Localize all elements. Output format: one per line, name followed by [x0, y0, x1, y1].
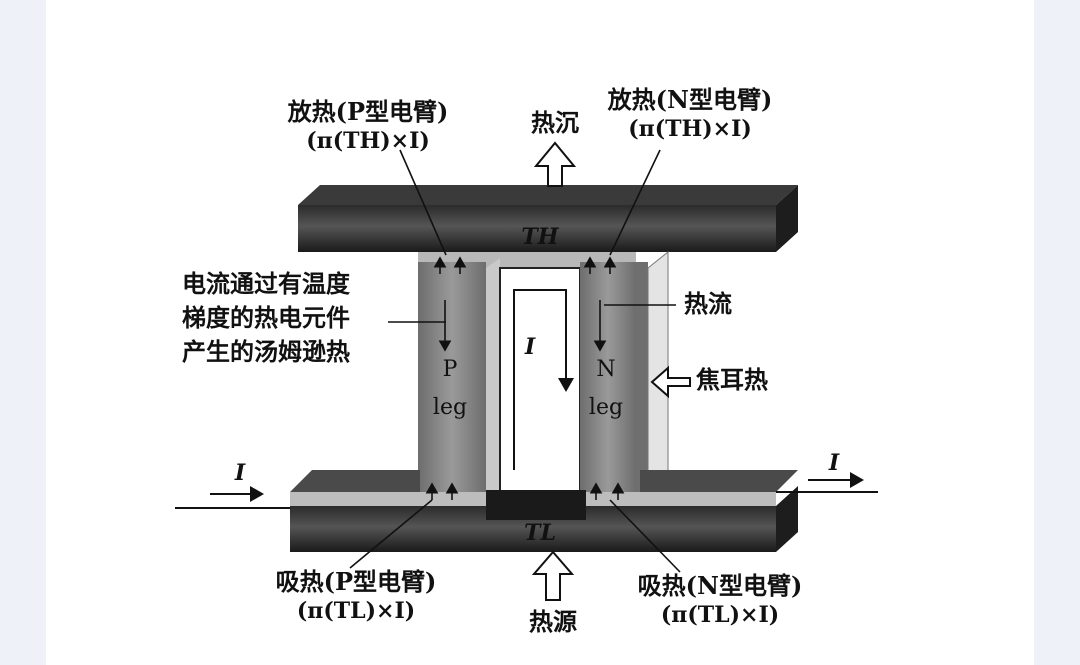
t-cold-label: TL [524, 520, 556, 546]
p-leg-word: leg [433, 395, 467, 420]
top-right-title: 放热(N型电臂) [607, 85, 773, 114]
junction-arrows [425, 256, 625, 500]
leader-lines [349, 149, 681, 573]
top-left-formula: (π(TH)×I) [306, 128, 430, 154]
t-hot-label: TH [521, 224, 559, 250]
left-note-line-1: 电流通过有温度 [182, 269, 351, 298]
heat-sink-arrow [533, 141, 577, 187]
bottom-plate [290, 470, 798, 552]
p-leg [418, 258, 500, 510]
heat-source-arrow [531, 550, 575, 601]
n-leg-word: leg [589, 395, 623, 420]
n-leg-letter: N [596, 357, 615, 382]
top-left-title: 放热(P型电臂) [287, 97, 449, 126]
cold-gap-shadow [486, 490, 586, 520]
bottom-right-title: 吸热(N型电臂) [638, 571, 803, 600]
inner-current-label: I [524, 334, 536, 360]
left-note-line-2: 梯度的热电元件 [182, 303, 350, 332]
top-plate [298, 185, 798, 252]
joule-heat-arrow [650, 365, 691, 399]
heat-source-label: 热源 [529, 607, 577, 636]
inner-gap [499, 267, 581, 499]
heat-sink-label: 热沉 [531, 108, 579, 137]
bottom-right-formula: (π(TL)×I) [661, 602, 779, 628]
left-note-line-3: 产生的汤姆逊热 [182, 337, 350, 366]
bottom-left-title: 吸热(P型电臂) [276, 567, 437, 596]
bottom-left-formula: (π(TL)×I) [297, 598, 415, 624]
p-leg-letter: P [443, 357, 458, 382]
left-current-label: I [234, 460, 246, 486]
right-current-label: I [828, 450, 840, 476]
top-right-formula: (π(TH)×I) [628, 116, 752, 142]
inner-current-arrow [513, 289, 574, 470]
joule-heat-label: 焦耳热 [696, 365, 768, 394]
n-leg [580, 262, 648, 510]
heat-flow-label: 热流 [684, 289, 732, 318]
